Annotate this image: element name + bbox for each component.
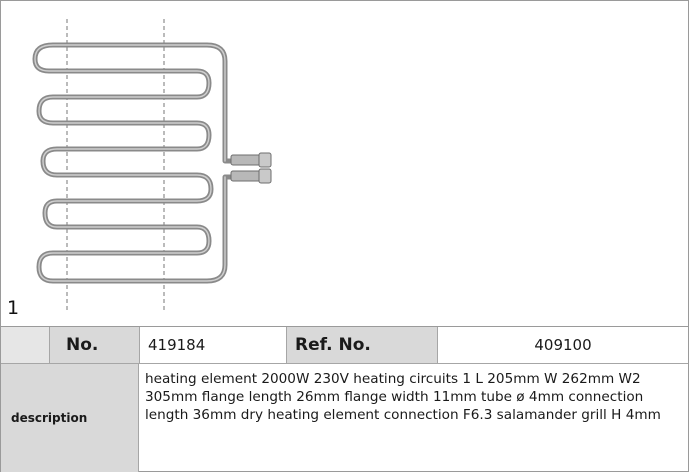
heating-element-illustration <box>32 19 272 313</box>
description-row: description heating element 2000W 230V h… <box>1 363 688 472</box>
no-label: No. <box>66 335 99 355</box>
product-image-area: 1 <box>1 1 688 327</box>
spec-row: No. 419184 Ref. No. 409100 <box>1 327 688 363</box>
description-text: heating element 2000W 230V heating circu… <box>145 371 661 423</box>
ref-no-label: Ref. No. <box>287 327 438 363</box>
no-value: 419184 <box>140 327 287 363</box>
no-label-spacer <box>1 327 50 363</box>
no-label-cell: No. <box>1 327 140 363</box>
ref-no-value: 409100 <box>438 327 688 363</box>
description-label: description <box>1 364 139 472</box>
image-index: 1 <box>7 297 20 319</box>
